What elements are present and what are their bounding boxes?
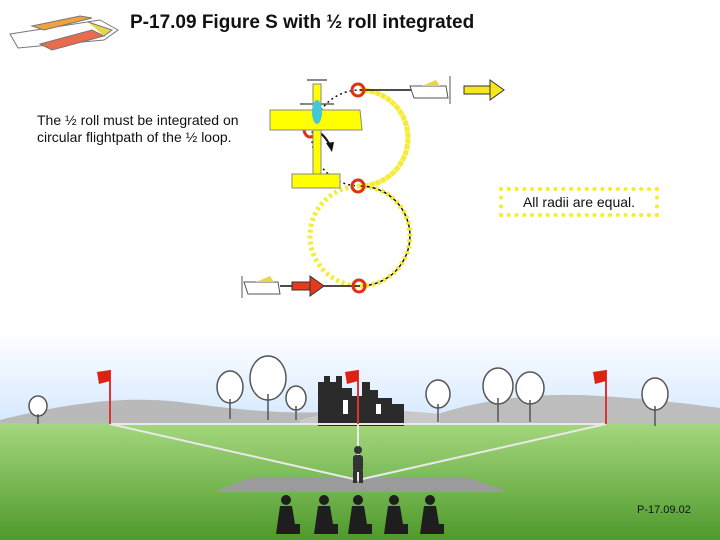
page-title: P-17.09 Figure S with ½ roll integrated — [130, 12, 475, 33]
flag-icon — [97, 370, 607, 424]
tree-icon — [28, 355, 669, 426]
radii-note-box: All radii are equal. — [499, 187, 659, 217]
entry-plane-icon — [241, 276, 281, 298]
slide-code: P-17.09.02 — [637, 504, 691, 516]
judge-figure-icon — [353, 446, 363, 483]
yellow-plane-icon — [269, 79, 363, 189]
entry-arrow — [291, 275, 325, 297]
castle-silhouette-icon — [318, 376, 404, 426]
judges-row — [276, 495, 444, 534]
exit-arrow — [463, 79, 505, 101]
exit-plane-icon — [409, 76, 451, 104]
radii-note: All radii are equal. — [522, 194, 636, 210]
runway — [109, 423, 607, 492]
roll-note: The ½ roll must be integrated on circula… — [37, 112, 239, 145]
title-plane-icon — [9, 15, 119, 51]
